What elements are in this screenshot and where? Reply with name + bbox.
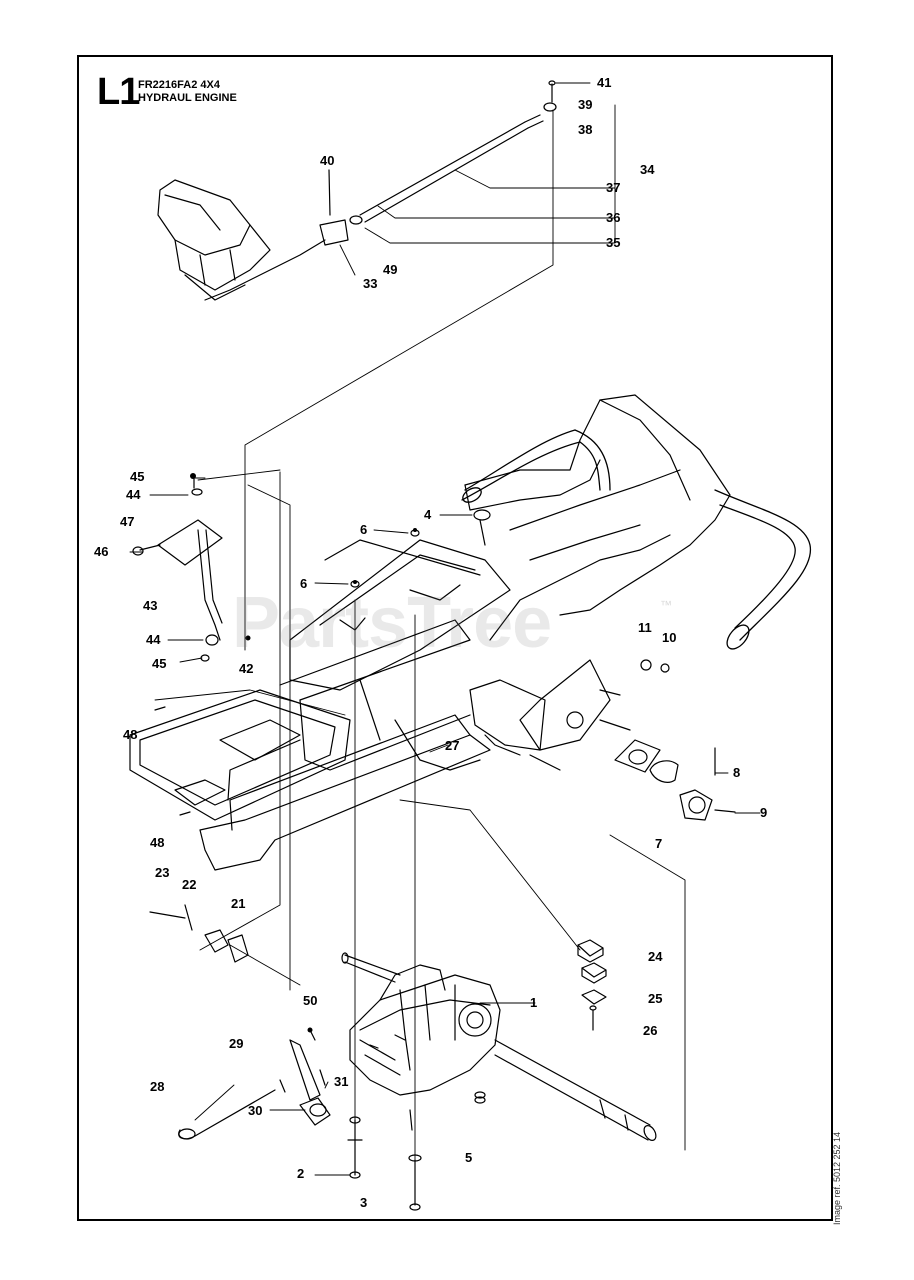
control-bracket [132,477,223,662]
brake-block [577,939,607,1031]
callout-44b: 44 [146,632,161,647]
callout-8: 8 [733,765,741,780]
callout-21: 21 [231,896,246,911]
guide-lines [154,109,686,1196]
callout-44: 44 [126,487,141,502]
model-line: FR2216FA2 4X4 [138,79,220,91]
callout-45: 45 [130,469,145,484]
callout-2: 2 [297,1166,305,1181]
watermark-trademark: ™ [660,598,672,612]
linkage-parts [178,1029,331,1140]
callout-6: 6 [360,522,368,537]
callout-48: 48 [123,727,138,742]
callout-26: 26 [643,1023,658,1038]
callout-24: 24 [648,949,663,964]
callout-30: 30 [248,1103,263,1118]
callout-9: 9 [760,805,768,820]
callout-29: 29 [229,1036,244,1051]
steering-tube [461,429,812,650]
callout-10: 10 [662,630,677,645]
callout-43: 43 [143,598,158,613]
lower-frame [199,619,491,871]
callout-50: 50 [303,993,318,1008]
pivot-parts [149,904,249,963]
foot-plate [289,539,511,691]
callout-45b: 45 [152,656,167,671]
watermark: PartsTree [232,583,552,663]
control-rod [319,80,557,246]
callout-33: 33 [363,276,378,291]
callout-4: 4 [424,507,432,522]
drawing-frame: L1 [77,55,833,1221]
callout-5: 5 [465,1150,473,1165]
callout-35: 35 [606,235,621,250]
callout-42: 42 [239,661,254,676]
model-title: FR2216FA2 4X4 HYDRAUL ENGINE [138,79,237,105]
callout-7: 7 [655,836,663,851]
callout-40: 40 [320,153,335,168]
bolts [154,509,670,1211]
floor-plate [129,689,351,821]
callout-28: 28 [150,1079,165,1094]
callout-37: 37 [606,180,621,195]
engine-mounts [614,739,736,821]
section-title: HYDRAUL ENGINE [138,92,237,104]
callout-49: 49 [383,262,398,277]
callout-38: 38 [578,122,593,137]
callout-25: 25 [648,991,663,1006]
steering-frame-fragment [157,179,326,301]
callout-27: 27 [445,738,460,753]
callout-23: 23 [155,865,170,880]
callout-41: 41 [597,75,612,90]
leader-lines-top [339,82,616,276]
callout-47: 47 [120,514,135,529]
hydrostatic-transmission [341,952,657,1141]
callout-46: 46 [94,544,109,559]
page-code: L1 [97,71,140,113]
callout-48b: 48 [150,835,165,850]
callout-34: 34 [640,162,655,177]
leader-lines-lower [129,477,761,1176]
callout-22: 22 [182,877,197,892]
callout-6b: 6 [300,576,308,591]
callout-31: 31 [334,1074,349,1089]
callout-3: 3 [360,1195,368,1210]
callout-11: 11 [638,620,652,635]
main-frame [464,394,731,771]
callout-39: 39 [578,97,593,112]
image-reference: Image ref. 5012 252 14 [832,1131,842,1225]
callout-36: 36 [606,210,621,225]
fastener-dots [190,473,417,1033]
callout-1: 1 [530,995,538,1010]
